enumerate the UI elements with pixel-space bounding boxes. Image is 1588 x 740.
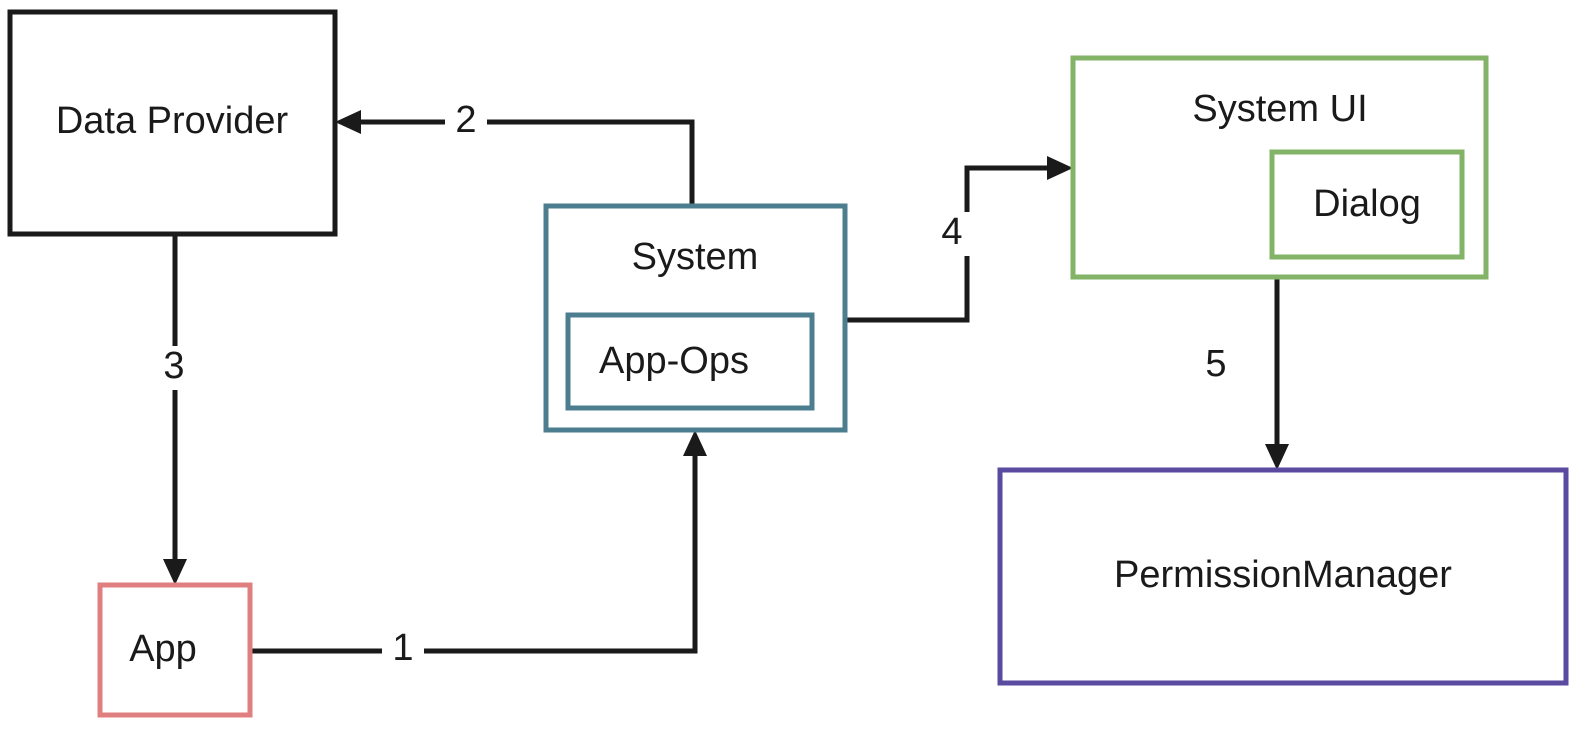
- data-provider-label: Data Provider: [56, 100, 289, 142]
- edge-5-label-bg: [1195, 344, 1237, 388]
- edge-3-arrowhead: [163, 559, 187, 585]
- edge-1-label-bg: [382, 628, 424, 672]
- system-ui-label: System UI: [1192, 88, 1367, 130]
- edge-5-system-ui-to-permission-manager[interactable]: 5: [1195, 277, 1289, 470]
- node-data-provider[interactable]: Data Provider: [7, 9, 338, 237]
- system-label: System: [632, 236, 759, 278]
- edge-4-label-bg: [931, 212, 973, 256]
- edge-4-arrowhead: [1047, 156, 1073, 180]
- edge-4-label: 4: [941, 211, 962, 253]
- edge-1-app-to-system[interactable]: 1: [252, 430, 707, 672]
- permission-manager-box: [997, 467, 1569, 686]
- edge-1-label: 1: [392, 627, 413, 669]
- edge-2-system-to-data-provider[interactable]: 2: [335, 99, 695, 206]
- edge-5-label: 5: [1205, 343, 1226, 385]
- node-app[interactable]: App: [97, 582, 253, 718]
- edge-3-data-provider-to-app[interactable]: 3: [153, 234, 195, 585]
- app-ops-label: App-Ops: [599, 340, 749, 382]
- app-box: [97, 582, 253, 718]
- edges-layer: 1 2 3 4: [153, 99, 1289, 672]
- node-dialog[interactable]: Dialog: [1269, 149, 1465, 260]
- dialog-box: [1269, 149, 1465, 260]
- data-provider-box: [7, 9, 338, 237]
- edge-5-arrowhead: [1265, 444, 1289, 470]
- edge-2-label: 2: [455, 99, 476, 141]
- edge-2-label-bg: [445, 100, 487, 144]
- edge-2-arrowhead: [335, 110, 361, 134]
- permission-manager-label: PermissionManager: [1114, 554, 1452, 596]
- edge-1-line: [252, 438, 698, 654]
- app-ops-box: [565, 312, 815, 411]
- edge-3-label-bg: [153, 346, 195, 390]
- dialog-label: Dialog: [1313, 183, 1421, 225]
- app-label: App: [129, 628, 197, 670]
- node-permission-manager[interactable]: PermissionManager: [997, 467, 1569, 686]
- edge-4-system-to-system-ui[interactable]: 4: [845, 156, 1073, 323]
- nodes-layer: Data Provider System App-Ops App System …: [7, 9, 1569, 718]
- node-app-ops[interactable]: App-Ops: [565, 312, 815, 411]
- edge-1-arrowhead: [683, 430, 707, 456]
- edge-3-label: 3: [163, 345, 184, 387]
- edge-2-line: [345, 119, 695, 206]
